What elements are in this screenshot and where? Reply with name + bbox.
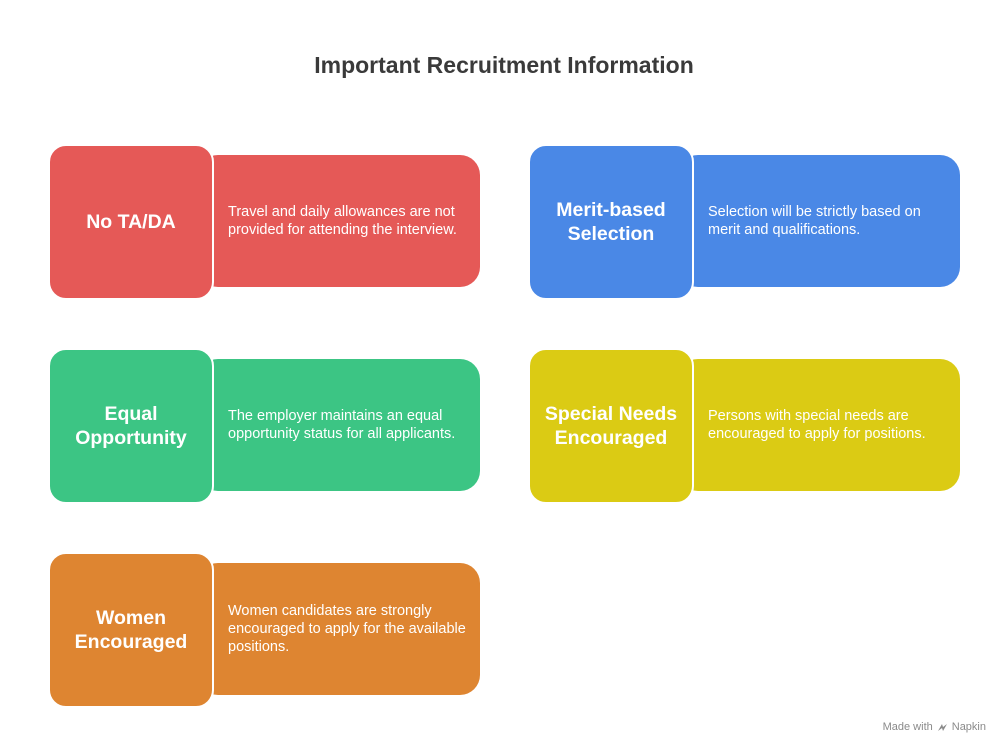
diagram-title: Important Recruitment Information	[314, 52, 694, 78]
card-equal-opportunity: The employer maintains an equal opportun…	[48, 348, 480, 504]
card-heading: Equal Opportunity	[75, 403, 187, 449]
card-detail-box: Persons with special needs are encourage…	[678, 359, 960, 491]
card-heading-box: Merit-based Selection	[528, 144, 694, 300]
napkin-logo-icon	[937, 722, 948, 733]
card-detail-box: The employer maintains an equal opportun…	[198, 359, 480, 491]
card-special-needs-encouraged: Persons with special needs are encourage…	[528, 348, 960, 504]
card-women-encouraged: Women candidates are strongly encouraged…	[48, 552, 480, 708]
card-no-ta-da: Travel and daily allowances are not prov…	[48, 144, 480, 300]
card-heading: Special Needs Encouraged	[544, 403, 678, 449]
card-description: Travel and daily allowances are not prov…	[228, 204, 457, 238]
card-heading-box: No TA/DA	[48, 144, 214, 300]
card-merit-based-selection: Selection will be strictly based on meri…	[528, 144, 960, 300]
made-with-label: Made with	[882, 721, 933, 733]
card-description: Persons with special needs are encourage…	[708, 408, 926, 442]
brand-name: Napkin	[951, 721, 986, 733]
card-heading-box: Equal Opportunity	[48, 348, 214, 504]
made-with-footer: Made with Napkin	[883, 721, 986, 733]
card-heading: Merit-based Selection	[556, 199, 666, 245]
card-description: Selection will be strictly based on meri…	[708, 204, 921, 238]
card-heading-box: Special Needs Encouraged	[528, 348, 694, 504]
card-detail-box: Selection will be strictly based on meri…	[678, 155, 960, 287]
card-heading: Women Encouraged	[74, 607, 188, 653]
card-description: Women candidates are strongly encouraged…	[228, 603, 466, 655]
card-heading-box: Women Encouraged	[48, 552, 214, 708]
card-detail-box: Women candidates are strongly encouraged…	[198, 563, 480, 695]
card-detail-box: Travel and daily allowances are not prov…	[198, 155, 480, 287]
card-description: The employer maintains an equal opportun…	[228, 408, 456, 442]
card-heading: No TA/DA	[86, 211, 176, 233]
